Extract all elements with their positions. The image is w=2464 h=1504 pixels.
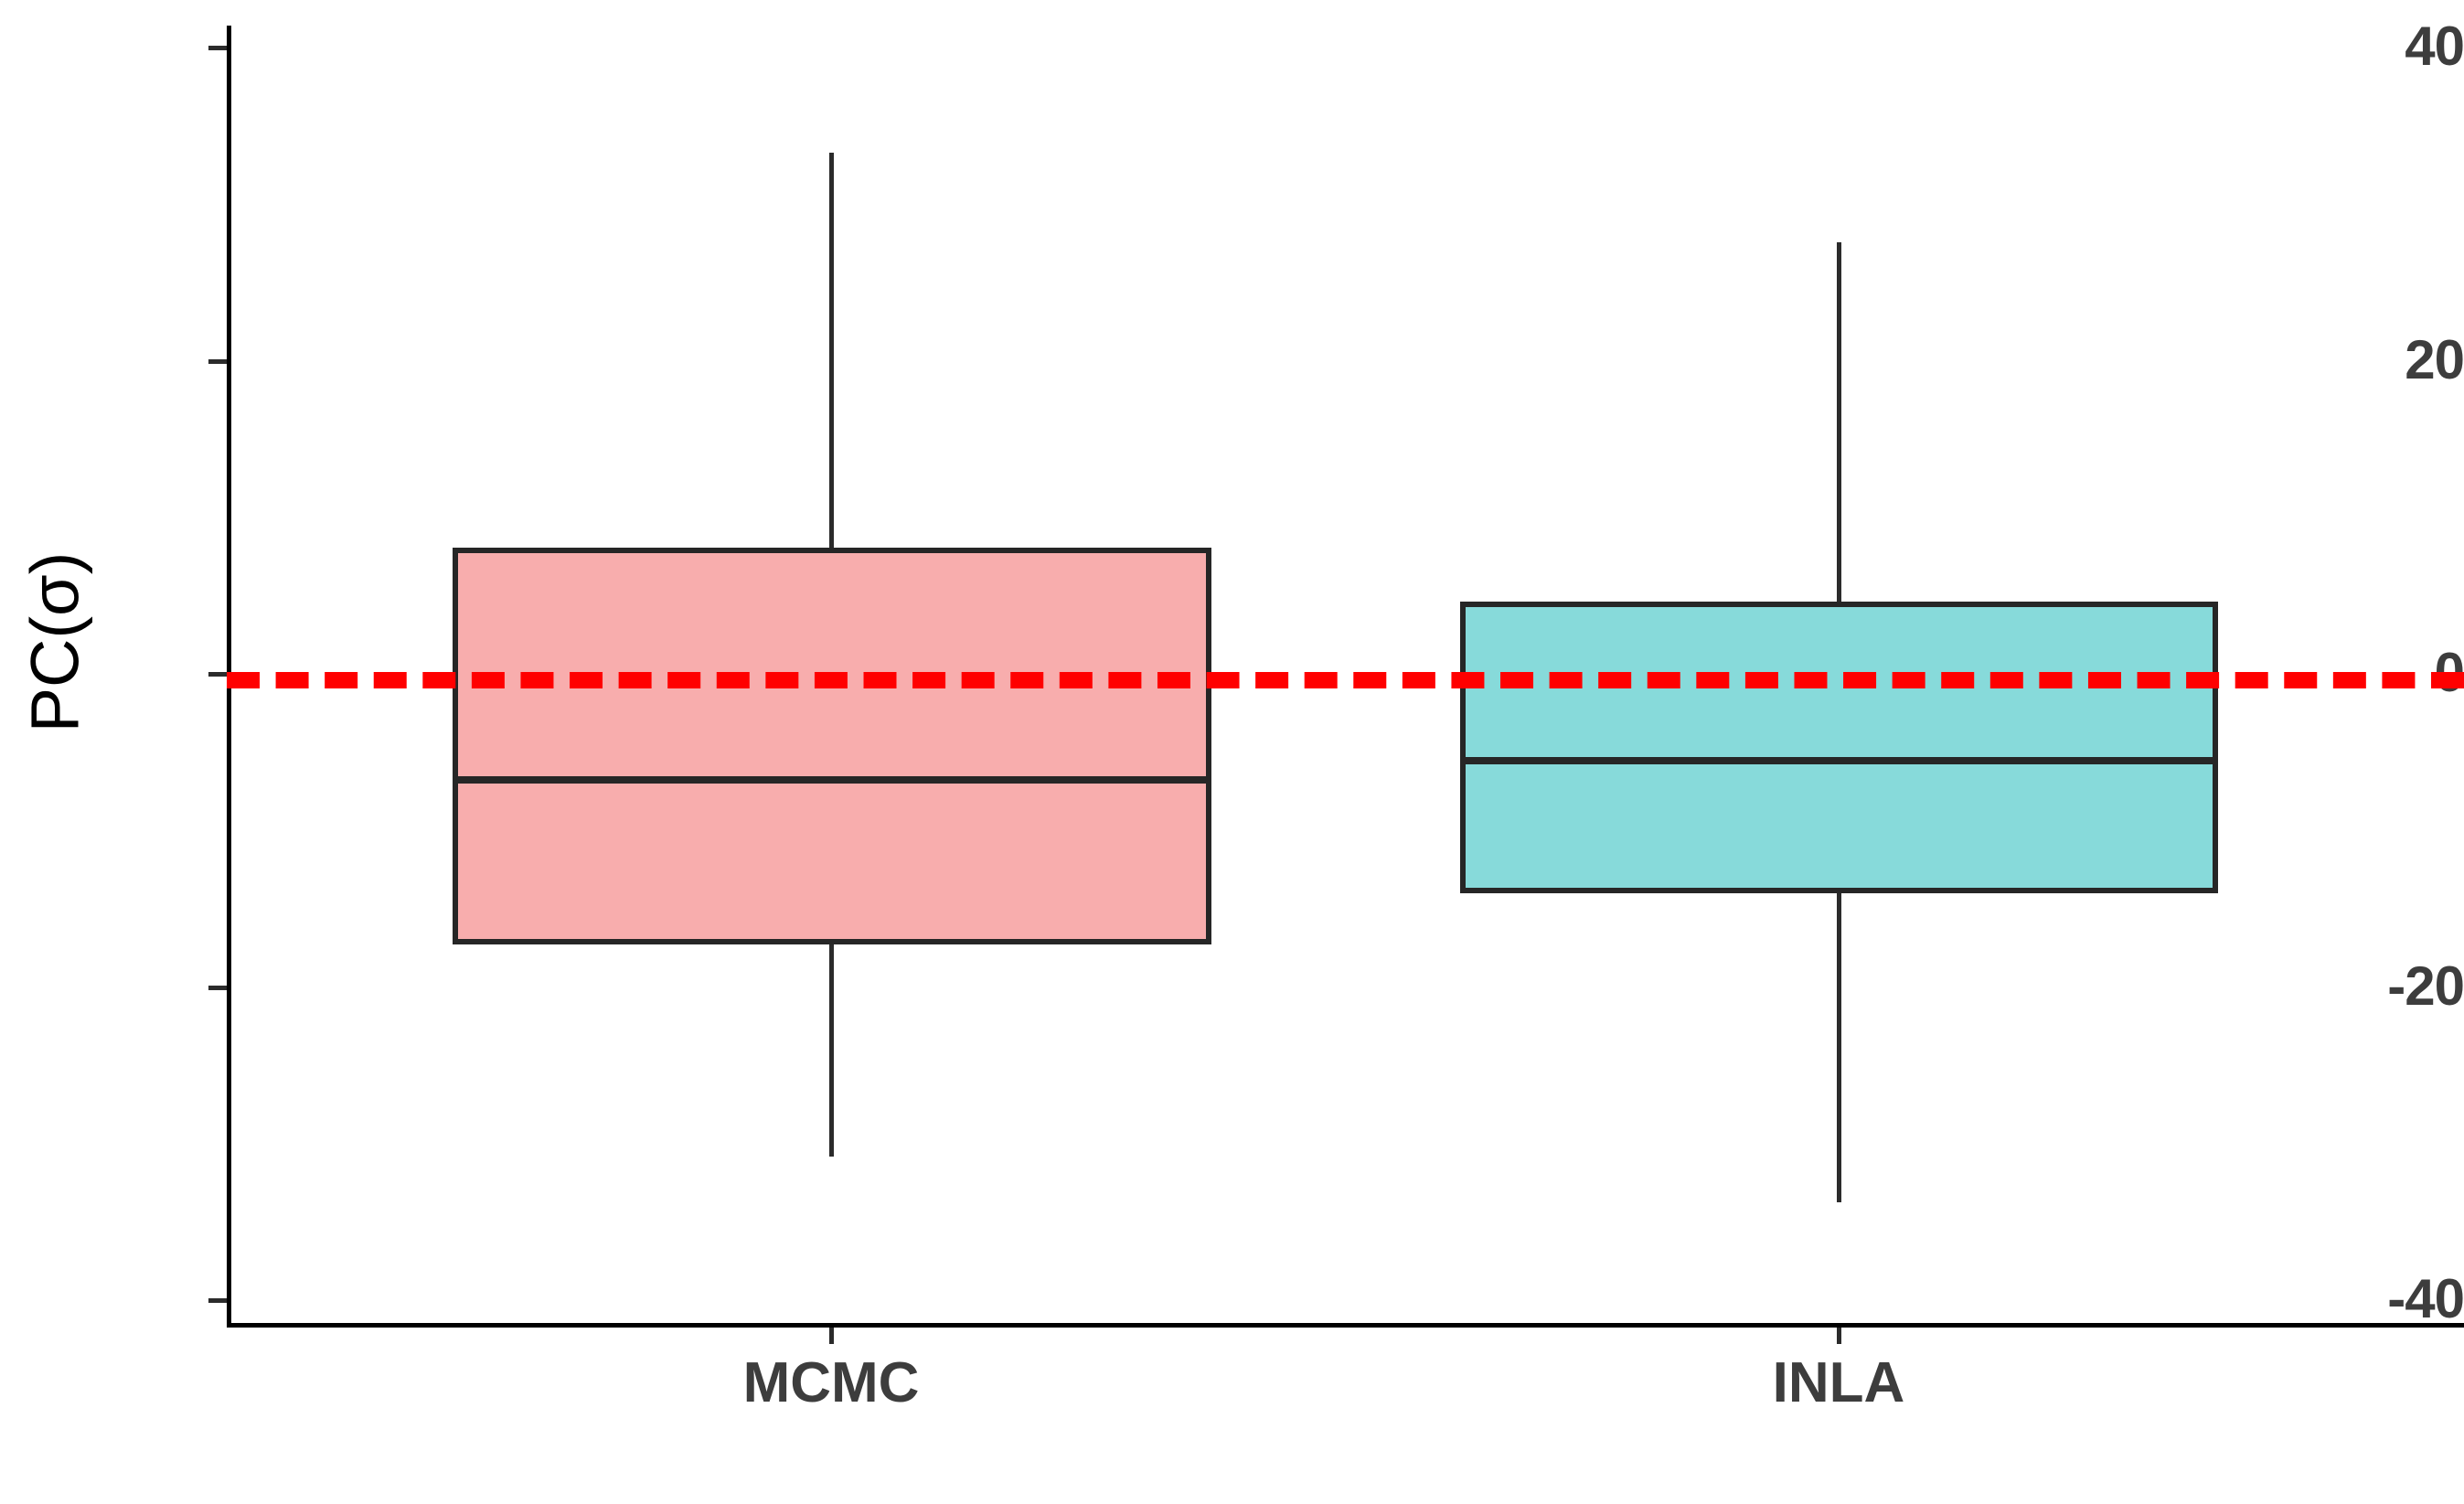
mcmc-whisker-upper: [829, 153, 834, 548]
y-tick-label-20: 20: [2405, 329, 2464, 390]
y-axis-title: PC(σ): [16, 551, 93, 733]
y-tick-label-40: 40: [2405, 16, 2464, 77]
y-tick-20: [208, 359, 227, 364]
x-tick-inla: [1837, 1328, 1841, 1344]
x-tick-label-inla: INLA: [1772, 1351, 1905, 1414]
x-tick-mcmc: [829, 1328, 834, 1344]
zero-reference-line: [227, 672, 2464, 688]
inla-median-line: [1460, 757, 2218, 764]
y-tick-label-minus40: -40: [2387, 1268, 2464, 1329]
mcmc-whisker-lower: [829, 944, 834, 1157]
mcmc-box: [453, 548, 1211, 944]
inla-whisker-upper: [1837, 242, 1841, 602]
mcmc-median-line: [453, 776, 1211, 784]
y-tick-40: [208, 46, 227, 50]
inla-whisker-lower: [1837, 893, 1841, 1202]
x-tick-label-mcmc: MCMC: [742, 1351, 920, 1414]
y-tick-minus20: [208, 986, 227, 990]
y-tick-label-minus20: -20: [2387, 955, 2464, 1017]
y-tick-0: [208, 672, 227, 677]
y-tick-minus40: [208, 1298, 227, 1303]
inla-box: [1460, 602, 2218, 893]
x-axis-line: [227, 1323, 2464, 1328]
